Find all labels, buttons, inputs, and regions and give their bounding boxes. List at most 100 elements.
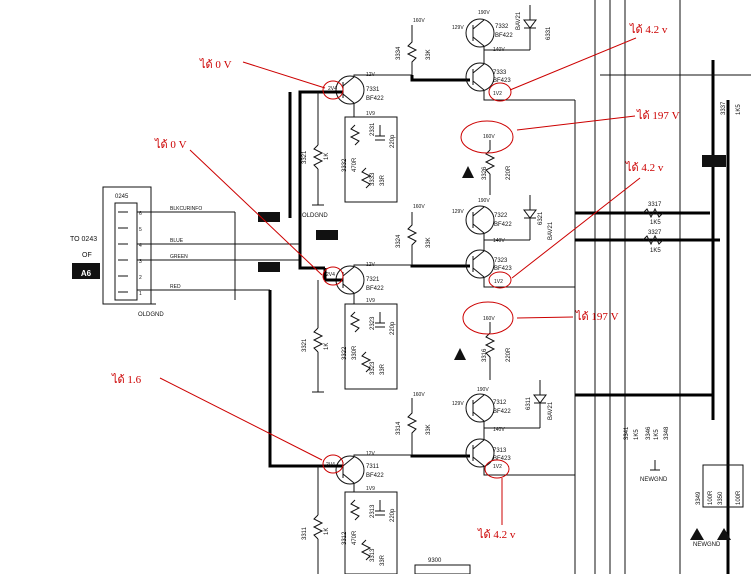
schematic-label: 3313 [370, 548, 376, 562]
schematic-label: 1K [324, 153, 330, 160]
schematic-label: BF423 [493, 456, 511, 462]
schematic-label: 160V [413, 392, 425, 398]
schematic-label: BF422 [494, 222, 512, 228]
annotation-supply-mid: ได้ 197 V [575, 310, 619, 323]
schematic-label: 3317 [648, 202, 662, 208]
schematic-label: 190V [478, 10, 490, 16]
schematic-label: 190V [477, 387, 489, 393]
schematic-label: 6321 [538, 211, 544, 225]
board-badge-bg [72, 263, 100, 279]
schematic-label: 2313 [370, 504, 376, 518]
schematic-label: 3324 [396, 234, 402, 248]
schematic-label: 160V [413, 18, 425, 24]
schematic-label: 129V [452, 25, 464, 31]
resistor-3321 [312, 144, 324, 170]
channel-7331: 7331 BF422 2V4 12V 3321 1K OLDGND 3332 4… [302, 5, 575, 219]
schematic-label: 3334 [396, 46, 402, 60]
oldgnd-label: OLDGND [302, 213, 328, 219]
annotation-q7331: ได้ 0 V [199, 58, 232, 71]
q-emit-volt: 2V4 [328, 86, 337, 92]
schematic-label: BAV21 [516, 11, 522, 30]
schematic-label: 7322 [494, 213, 508, 219]
schematic-label: 129V [452, 401, 464, 407]
schematic-label: 3316 [482, 348, 488, 362]
schematic-label: BF422 [366, 286, 384, 292]
schematic-label: 1K5 [650, 248, 661, 254]
schematic-label: 330R [352, 345, 358, 360]
signal-red: RED [170, 284, 181, 290]
connector-id: 0245 [115, 194, 129, 200]
schematic-label: 3333 [370, 172, 376, 186]
schematic-label: 33R [380, 363, 386, 375]
schematic-label: 6311 [526, 396, 532, 410]
schematic-label: 3337 [721, 101, 727, 115]
schematic-label: 3321 [302, 338, 308, 352]
schematic-label: 33K [426, 237, 432, 248]
schematic-label: BF422 [366, 473, 384, 479]
annotation-q7321: ได้ 0 V [154, 138, 187, 151]
schematic-label: 160V [413, 204, 425, 210]
transistor-7311 [335, 455, 365, 485]
schematic-label: 1K5 [634, 429, 640, 440]
schematic-label: 2323 [370, 316, 376, 330]
schematic-label: 3321 [302, 150, 308, 164]
schematic-label: 3348 [664, 426, 670, 440]
schematic-label: NEWGND [640, 477, 668, 483]
schematic-label: 6331 [546, 26, 552, 40]
voltage-annotations: ได้ 0 V ได้ 0 V ได้ 1.6 ได้ 4.2 v ได้ 19… [111, 23, 680, 541]
schematic-label: 140V [493, 238, 505, 244]
schematic-label: 33R [380, 554, 386, 566]
signal-blkcurinfo: BLKCURINFO [170, 206, 202, 212]
schematic-label: 7311 [366, 464, 380, 470]
schematic-label: BF422 [493, 409, 511, 415]
schematic-label: 160V [483, 316, 495, 322]
signal-green: GREEN [170, 254, 188, 260]
schematic-label: BF423 [494, 266, 512, 272]
channel-7321: 7321 BF422 2V4 12V 3321 1K 3322 330R 232… [302, 134, 575, 393]
schematic-label: 1K5 [654, 429, 660, 440]
schematic-label: 7312 [493, 400, 507, 406]
schematic-label: 1K5 [650, 220, 661, 226]
schematic-label: 220p [390, 134, 396, 148]
connector-0245: 0245 6 5 4 3 2 1 TO 0243 OF A6 OLDGND [70, 186, 164, 318]
schematic-label: 7321 [366, 277, 380, 283]
schematic-label: 3327 [648, 230, 662, 236]
schematic-label: BAV21 [548, 221, 554, 240]
annotation-q7333: ได้ 4.2 v [629, 23, 668, 36]
q-type: BF422 [366, 96, 384, 102]
schematic-label: 129V [452, 209, 464, 215]
schematic-label: 9300 [428, 558, 442, 564]
schematic-label: 2V4 [326, 462, 335, 468]
schematic-label: 3332 [342, 158, 348, 172]
schematic-label: 2V4 [326, 272, 335, 278]
schematic-label: 3322 [342, 346, 348, 360]
schematic-label: 220R [506, 347, 512, 362]
schematic-label: 220R [506, 165, 512, 180]
schematic-label: 3341 [624, 426, 630, 440]
to-label: TO 0243 [70, 236, 97, 243]
schematic-label: 2331 [370, 122, 376, 136]
schematic-label: 160V [483, 134, 495, 140]
schematic-label: 33K [426, 49, 432, 60]
schematic-label: 100R [708, 490, 714, 505]
connector-pin: 2 [139, 275, 142, 281]
schematic-label: 1V2 [494, 279, 503, 285]
schematic-label: 12V [366, 451, 376, 457]
schematic-label: 3311 [302, 526, 308, 540]
schematic-label: 220p [390, 321, 396, 335]
schematic-label: 1K [324, 528, 330, 535]
transistor-7331 [335, 75, 365, 105]
schematic-label: 1K [324, 343, 330, 350]
schematic-label: 3326 [482, 166, 488, 180]
schematic-label: 7332 [495, 24, 509, 30]
schematic-label: 470R [352, 157, 358, 172]
annotation-q7313: ได้ 4.2 v [477, 528, 516, 541]
schematic-label: BF422 [495, 33, 513, 39]
schematic-label: 3314 [396, 421, 402, 435]
schematic-label: 33K [426, 424, 432, 435]
schematic-label: 7323 [494, 258, 508, 264]
schematic-label: 3346 [646, 426, 652, 440]
channel-7311: 7311 BF422 2V4 12V 3311 1K 3312 470R 231… [302, 316, 575, 574]
schematic-label: NEWGND [693, 542, 721, 548]
